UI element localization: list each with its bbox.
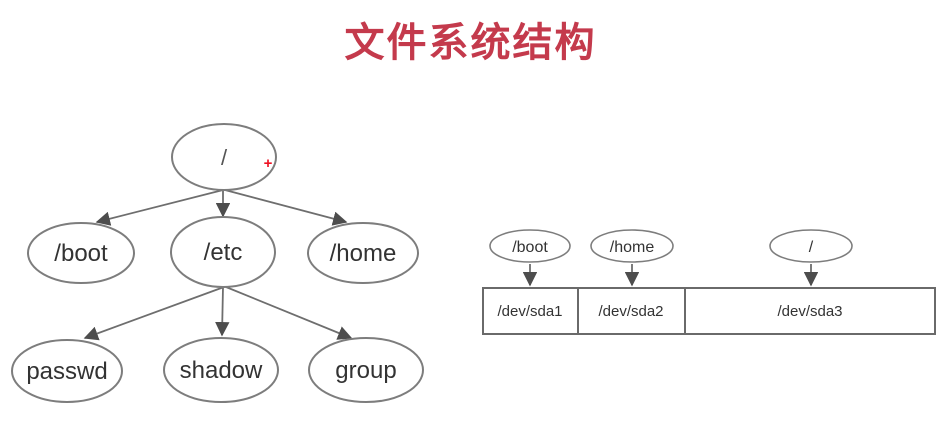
etc-node-label: /etc: [204, 239, 243, 266]
edge-etc-to-group: [225, 286, 353, 340]
mount-node-root: /: [769, 229, 853, 263]
edge-root-to-home: [224, 189, 348, 226]
mount-home-ellipse: [590, 229, 674, 263]
mount-node-home: /home: [590, 229, 674, 263]
cursor-plus-marker: +: [264, 155, 273, 172]
mount-home-label: /home: [610, 239, 655, 256]
shadow-node-ellipse: [163, 337, 279, 403]
boot-node-label: /boot: [54, 240, 108, 267]
passwd-node-label: passwd: [26, 358, 107, 385]
disk-rect: [482, 287, 936, 335]
mount-root-ellipse: [769, 229, 853, 263]
mount-node-boot: /boot: [489, 229, 571, 263]
tree-diagram: / + /boot /etc /home passwd shadow group: [11, 123, 424, 403]
group-node-ellipse: [308, 337, 424, 403]
root-node-ellipse: [171, 123, 277, 191]
etc-node-ellipse: [170, 216, 276, 288]
tree-node-root: /: [171, 123, 277, 191]
tree-node-boot: /boot: [27, 222, 135, 284]
tree-edges: [83, 189, 353, 341]
partition-sda3-label: /dev/sda3: [777, 303, 842, 320]
partition-sda2-label: /dev/sda2: [598, 303, 663, 320]
mount-boot-ellipse: [489, 229, 571, 263]
tree-node-passwd: passwd: [11, 339, 123, 403]
group-node-label: group: [335, 357, 396, 384]
partition-map-diagram: /boot /home / /dev/sda1 /dev/sda2 /dev/s…: [482, 229, 936, 335]
tree-node-home: /home: [307, 222, 419, 284]
boot-node-ellipse: [27, 222, 135, 284]
passwd-node-ellipse: [11, 339, 123, 403]
home-node-label: /home: [330, 240, 397, 267]
tree-node-group: group: [308, 337, 424, 403]
partition-sda1-label: /dev/sda1: [497, 303, 562, 320]
disk-bar: /dev/sda1 /dev/sda2 /dev/sda3: [482, 287, 936, 335]
tree-node-shadow: shadow: [163, 337, 279, 403]
tree-node-etc: /etc: [170, 216, 276, 288]
mount-boot-label: /boot: [512, 239, 548, 256]
mount-root-label: /: [809, 239, 814, 256]
mount-arrows: [522, 264, 819, 287]
page-title: 文件系统结构: [344, 21, 597, 65]
edge-etc-to-passwd: [83, 286, 225, 341]
root-node-label: /: [221, 145, 228, 170]
home-node-ellipse: [307, 222, 419, 284]
edge-root-to-boot: [95, 189, 224, 226]
edge-etc-to-shadow: [215, 286, 230, 337]
shadow-node-label: shadow: [180, 357, 263, 384]
